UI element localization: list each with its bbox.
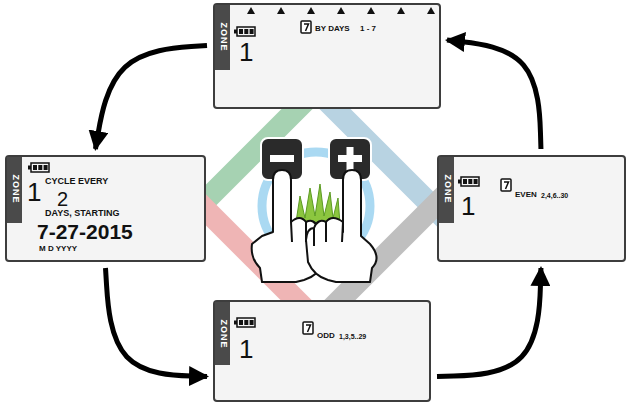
lcd-screen: ZONE 1 CYCLE EVERY 2DAYS, STARTING 7-27-2015… (5, 155, 206, 262)
battery-icon (28, 163, 49, 172)
day-marker (277, 7, 285, 14)
cycle-arrow (95, 45, 207, 149)
day-marker (397, 7, 405, 14)
hands (252, 170, 377, 282)
lcd-screen: ZONE 1 BY DAYS 1 - 7 (213, 3, 441, 109)
cycle-arrow (106, 268, 208, 377)
zone: ZONE (218, 22, 227, 51)
start-date: 7-27-2015 (37, 221, 133, 242)
day-range: 1,3,5..29 (339, 333, 366, 340)
cycle-arrow (447, 40, 541, 149)
date-format: M D YYYY (39, 245, 77, 253)
zone: ZONE (442, 174, 451, 203)
mode-label: ODD (317, 332, 335, 340)
zone: ZONE (218, 319, 227, 348)
day-marker (367, 7, 375, 14)
mode-label: EVEN (515, 191, 537, 199)
day-range: 2,4,6..30 (541, 192, 568, 199)
battery-icon (234, 27, 255, 36)
lcd-screen: ZONE 1 ODD 1,3,5..29 (213, 300, 431, 402)
day-marker (307, 7, 315, 14)
zone: ZONE (10, 174, 19, 203)
lcd-screen: ZONE 1 EVEN 2,4,6..30 (437, 155, 626, 262)
day-marker (247, 7, 255, 14)
calendar-icon (301, 21, 311, 33)
battery-icon (458, 177, 479, 186)
zone-number: 1 (239, 39, 253, 65)
day-marker (337, 7, 345, 14)
day-range: 1 - 7 (360, 25, 376, 33)
calendar-icon (303, 322, 313, 334)
diamond-bars (196, 84, 440, 328)
cycle-arrow (437, 268, 541, 377)
zone-number: 1 (27, 179, 41, 205)
mode-label: DAYS, STARTING (45, 209, 120, 218)
calendar-icon (501, 179, 511, 191)
zone-number: 1 (239, 336, 253, 362)
cycle-days: 2 (57, 189, 68, 209)
mode-label: CYCLE EVERY (45, 177, 108, 186)
day-marker (427, 7, 435, 14)
zone-number: 1 (461, 193, 475, 219)
battery-icon (234, 318, 255, 327)
mode-label: BY DAYS (315, 25, 350, 33)
